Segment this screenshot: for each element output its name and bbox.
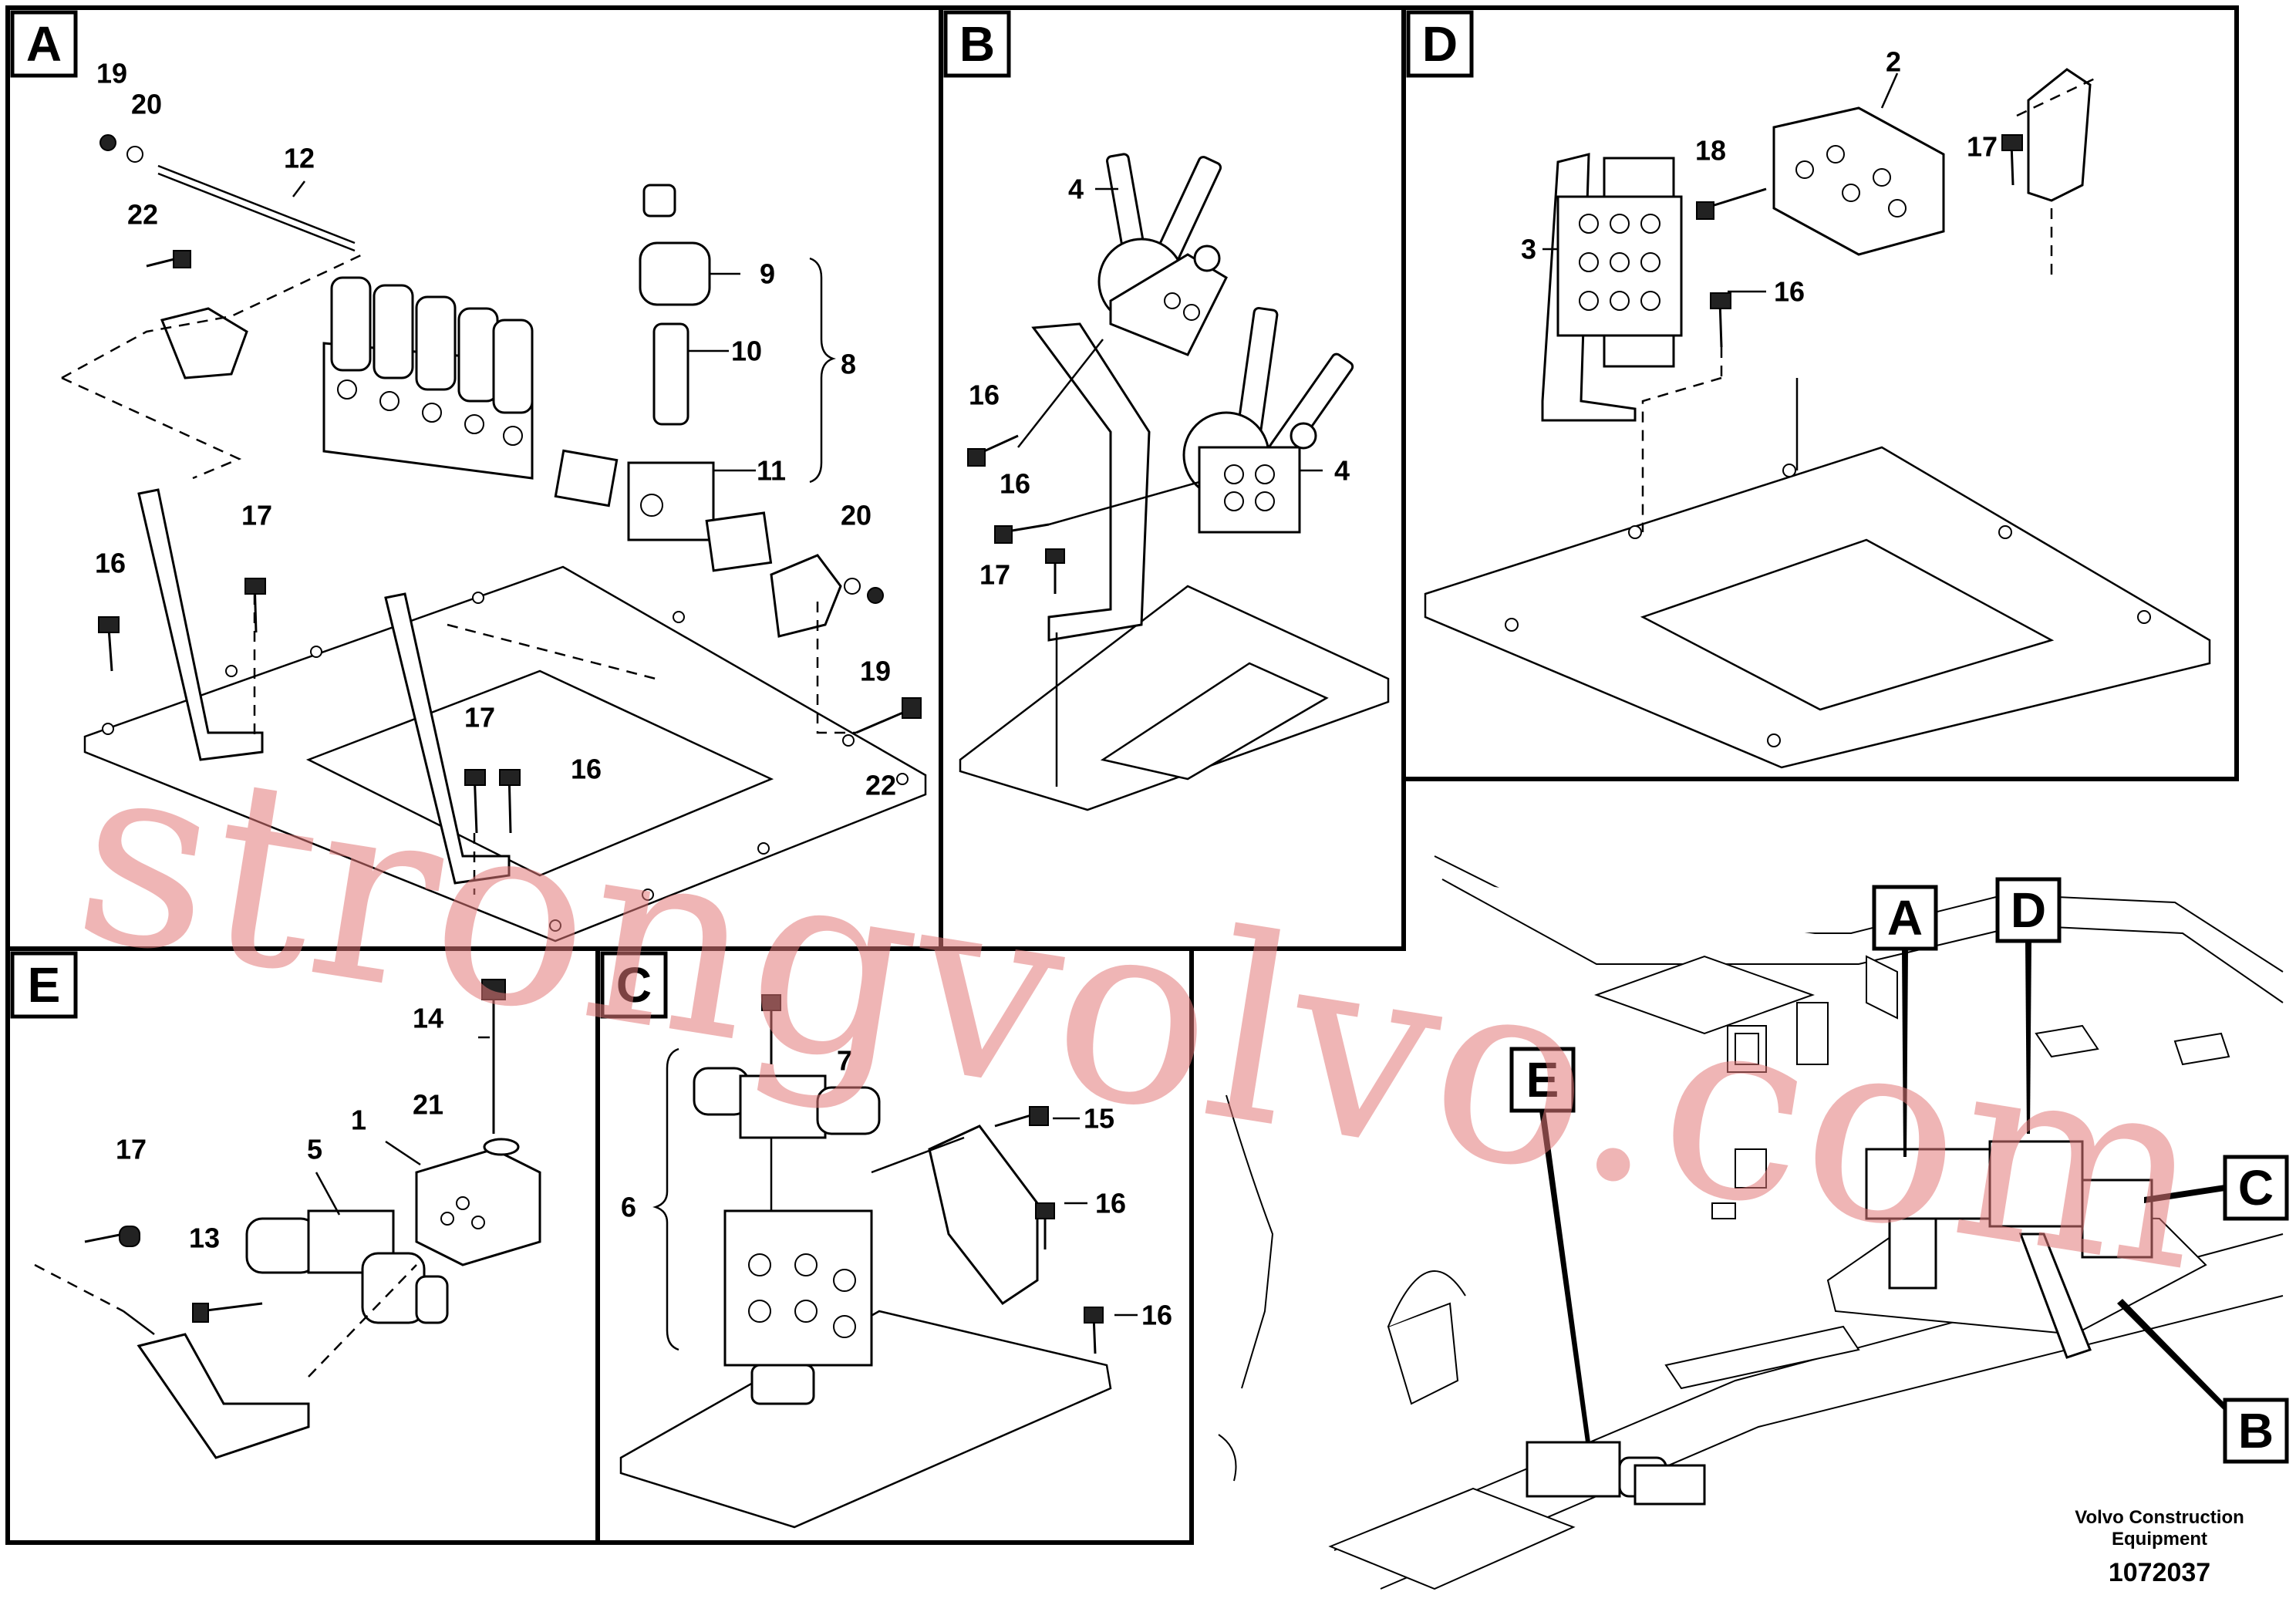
panel-b-badge: B: [943, 10, 1011, 78]
svg-text:19: 19: [96, 58, 127, 89]
company-name-line1: Volvo Construction: [2075, 1507, 2244, 1528]
svg-text:D: D: [1422, 16, 1458, 72]
overview-marker-a: A: [1872, 885, 1938, 1157]
svg-text:9: 9: [760, 258, 775, 290]
valve-block-3: [1556, 157, 1683, 368]
solenoid-5: [245, 1209, 449, 1324]
panel-b: [959, 153, 1390, 811]
svg-text:17: 17: [1967, 131, 1998, 163]
valve-block-2: [1772, 106, 1945, 256]
svg-text:1: 1: [351, 1104, 366, 1136]
svg-text:22: 22: [865, 770, 896, 801]
svg-text:C: C: [2238, 1160, 2274, 1216]
gasket-a1: [554, 449, 619, 508]
bracket-b: [1031, 322, 1151, 642]
panel-e-labels: 14 21 17 5 1 13: [116, 1003, 443, 1254]
company-name-line2: Equipment: [2112, 1529, 2207, 1549]
svg-text:17: 17: [979, 559, 1010, 591]
svg-text:15: 15: [1084, 1103, 1114, 1135]
bracket-e: [137, 1333, 310, 1459]
panel-c: [619, 994, 1138, 1529]
bracket-right-a: [384, 592, 511, 885]
panel-d: [1424, 68, 2211, 769]
svg-text:16: 16: [1095, 1188, 1126, 1219]
svg-text:16: 16: [1000, 468, 1030, 500]
lever-valve-upper: [1097, 153, 1228, 356]
nut-19-a: [99, 134, 116, 151]
svg-text:B: B: [959, 16, 995, 72]
gasket-a2: [705, 511, 773, 572]
overview-marker-e: E: [1509, 1047, 1590, 1442]
svg-text:16: 16: [571, 754, 602, 785]
svg-text:2: 2: [1886, 46, 1901, 78]
panel-c-labels: 7 15 6 16 16: [621, 1045, 1172, 1331]
panel-d-labels: 2 18 17 3 16: [1521, 46, 1998, 308]
washer-20-a: [126, 146, 143, 163]
svg-text:20: 20: [841, 500, 872, 531]
svg-text:11: 11: [757, 455, 786, 487]
svg-text:16: 16: [1774, 276, 1805, 308]
lever-valve-lower: [1182, 307, 1354, 534]
drawing-footer: Volvo Construction Equipment 1072037: [2075, 1507, 2244, 1587]
overview-marker-d: D: [1995, 877, 2062, 1134]
panel-d-badge: D: [1406, 10, 1474, 78]
svg-text:E: E: [28, 957, 61, 1013]
svg-text:7: 7: [837, 1045, 852, 1077]
tie-rod-12: [157, 164, 356, 244]
bracket-left-a: [137, 488, 264, 761]
overview-drawing: [1218, 855, 2284, 1590]
svg-text:14: 14: [413, 1003, 443, 1034]
svg-text:A: A: [1887, 890, 1923, 946]
svg-text:17: 17: [464, 702, 495, 733]
svg-text:4: 4: [1334, 455, 1350, 487]
svg-text:4: 4: [1068, 174, 1084, 205]
svg-text:22: 22: [127, 199, 158, 231]
svg-text:17: 17: [241, 500, 272, 531]
svg-text:E: E: [1526, 1052, 1559, 1108]
base-plate-c: [619, 1310, 1112, 1529]
mount-bracket-c: [928, 1125, 1039, 1306]
svg-text:12: 12: [284, 143, 315, 174]
svg-text:16: 16: [1141, 1300, 1172, 1331]
svg-text:21: 21: [413, 1089, 443, 1121]
svg-text:B: B: [2238, 1403, 2274, 1458]
base-plate-b: [959, 585, 1390, 811]
drawing-number: 1072037: [2109, 1558, 2210, 1587]
panel-c-badge: C: [600, 951, 668, 1019]
directional-valve-7: [693, 1067, 881, 1139]
svg-text:20: 20: [131, 89, 162, 120]
overview-marker-b: B: [2117, 1299, 2289, 1464]
svg-text:18: 18: [1695, 135, 1726, 167]
svg-text:10: 10: [731, 336, 762, 367]
panel-a-labels: 19 20 12 22 9 10 8 11 20 19 17 16 17 16 …: [95, 58, 896, 801]
svg-text:3: 3: [1521, 234, 1536, 265]
panel-a: [61, 134, 927, 943]
panel-a-badge: A: [10, 10, 78, 78]
panel-b-frame: [939, 5, 1406, 951]
valve-block-6: [723, 1209, 873, 1405]
svg-text:16: 16: [969, 379, 1000, 411]
panel-e-badge: E: [10, 951, 78, 1019]
overview-marker-c: C: [2144, 1155, 2289, 1221]
end-bracket-a: [770, 554, 842, 638]
solenoid-valve-bank: [322, 276, 534, 480]
svg-text:C: C: [616, 957, 652, 1013]
solenoid-assembly-8: [627, 184, 715, 541]
svg-text:A: A: [26, 16, 62, 72]
bracket-d: [2027, 68, 2092, 202]
svg-text:5: 5: [307, 1134, 322, 1165]
valve-assembly-overview: [1826, 1140, 2207, 1359]
panel-e: [34, 979, 541, 1459]
svg-text:16: 16: [95, 548, 126, 579]
svg-text:13: 13: [189, 1222, 220, 1254]
svg-text:19: 19: [860, 656, 891, 687]
svg-text:6: 6: [621, 1192, 636, 1223]
svg-text:8: 8: [841, 349, 856, 380]
valve-e-overview: [1526, 1441, 1706, 1506]
block-1: [415, 1148, 541, 1266]
svg-text:D: D: [2011, 882, 2046, 938]
panel-b-labels: 4 16 16 17 4: [969, 174, 1350, 591]
svg-text:17: 17: [116, 1134, 147, 1165]
